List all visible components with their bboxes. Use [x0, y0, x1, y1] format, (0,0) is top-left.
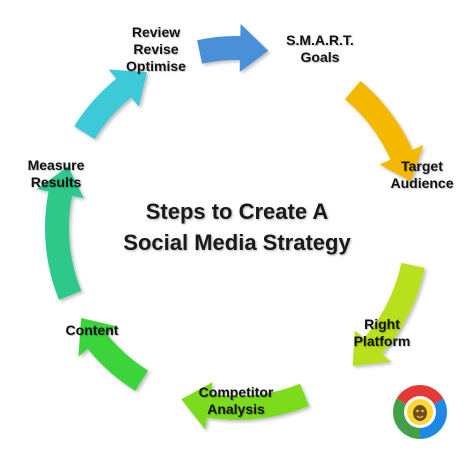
step-label-line: Revise	[133, 41, 179, 57]
arrow-to-platform	[352, 262, 425, 366]
diagram-title: Steps to Create A Social Media Strategy	[92, 196, 382, 258]
step-review-revise-optimise: Review Revise Optimise	[112, 24, 200, 75]
step-label-line: Measure	[27, 157, 85, 173]
step-label-line: Target	[401, 158, 443, 174]
lion-badge-icon	[393, 385, 447, 439]
lion-face-icon	[413, 405, 427, 421]
step-label-line: Competitor	[198, 384, 274, 400]
step-measure-results: Measure Results	[14, 157, 98, 191]
step-label-line: S.M.A.R.T.	[286, 32, 354, 48]
arrow-to-analysis	[181, 382, 309, 430]
step-content: Content	[50, 322, 134, 339]
step-label-line: Optimise	[126, 58, 186, 74]
lion-eye-icon	[421, 409, 424, 413]
lion-mouth-icon	[416, 415, 424, 419]
step-target-audience: Target Audience	[380, 158, 464, 192]
arrow-to-results	[36, 166, 84, 300]
step-competitor-analysis: Competitor Analysis	[188, 384, 284, 418]
step-label-line: Platform	[353, 333, 411, 349]
step-label-line: Audience	[390, 175, 454, 191]
step-label-line: Analysis	[207, 401, 265, 417]
step-label-line: Content	[65, 322, 119, 338]
arrow-to-goals	[197, 24, 269, 73]
step-right-platform: Right Platform	[342, 316, 422, 350]
arrow-to-content	[78, 318, 148, 391]
step-label-line: Review	[131, 24, 181, 40]
lion-eye-icon	[416, 409, 419, 413]
title-line-2: Social Media Strategy	[123, 230, 351, 255]
step-label-line: Right	[364, 316, 400, 332]
title-line-1: Steps to Create A	[145, 199, 329, 224]
step-label-line: Results	[30, 174, 82, 190]
arrow-to-audience	[344, 80, 424, 182]
step-smart-goals: S.M.A.R.T. Goals	[272, 32, 368, 66]
arrow-to-review	[74, 69, 147, 139]
step-label-line: Goals	[300, 49, 340, 65]
